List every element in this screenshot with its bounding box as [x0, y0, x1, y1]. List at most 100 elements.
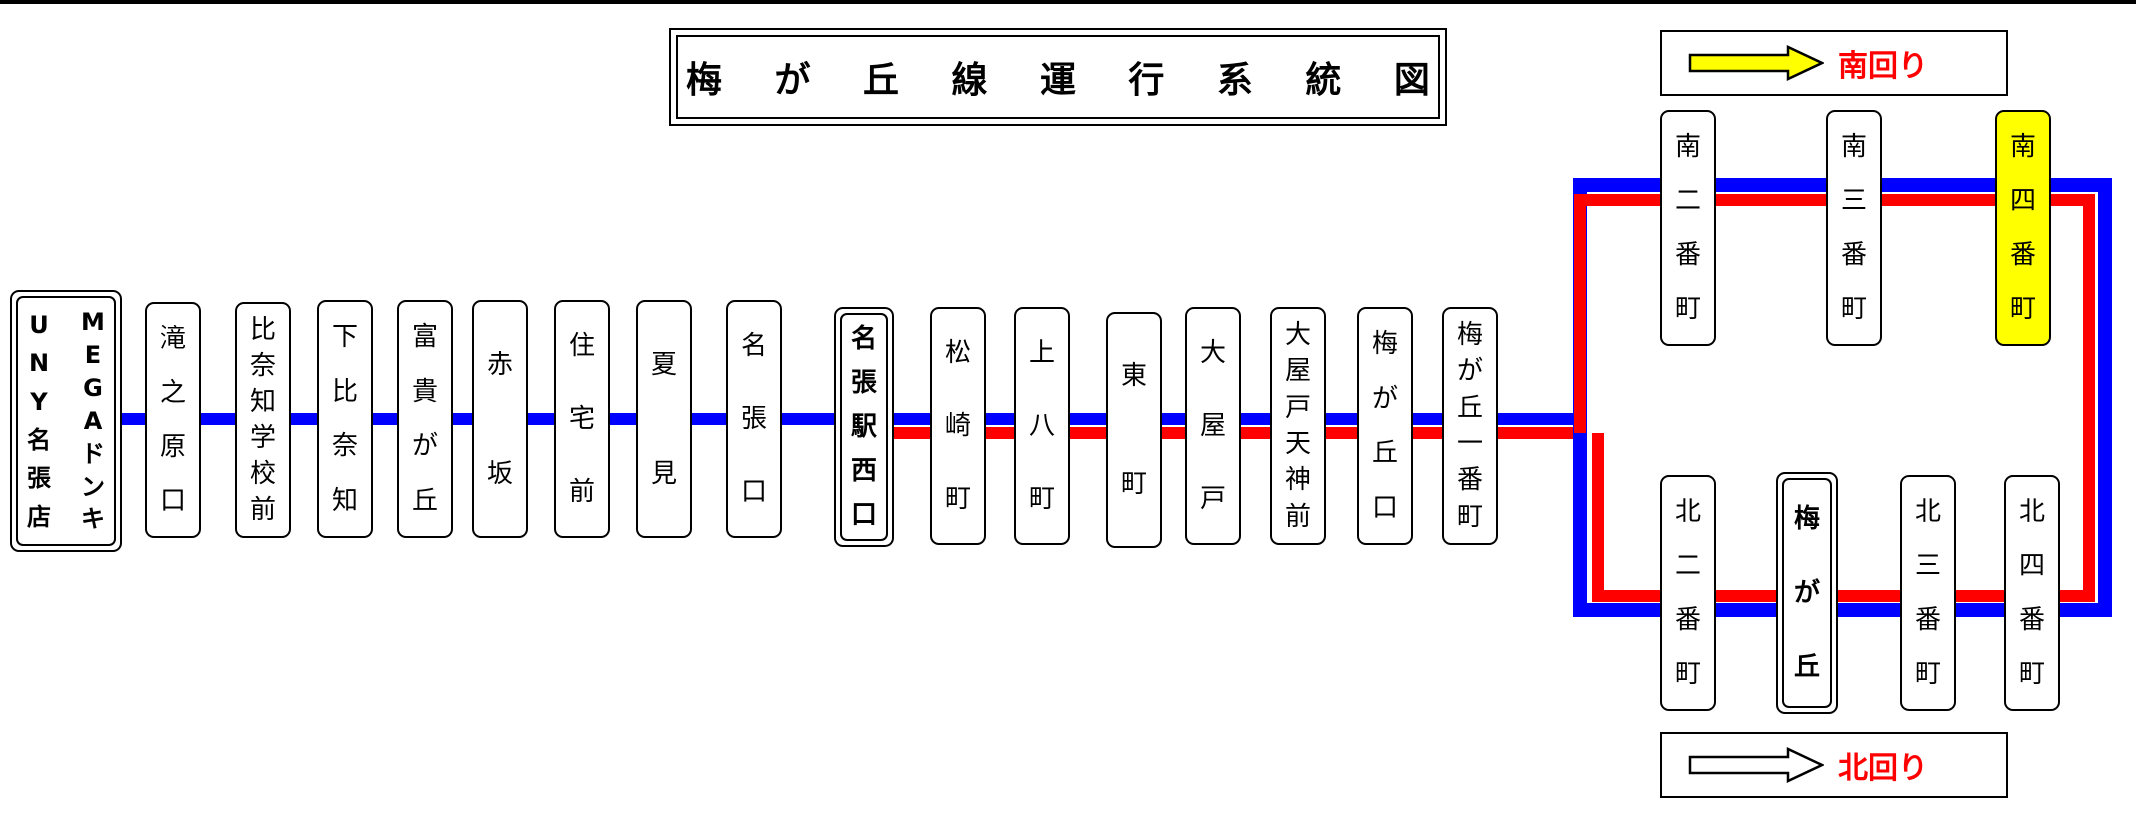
station-label: 赤坂 — [474, 310, 526, 528]
station-char: 学 — [249, 423, 276, 453]
station-char: 上 — [1028, 338, 1055, 369]
station-char: 町 — [1456, 501, 1483, 532]
station-char: 之 — [159, 378, 186, 408]
station-char: 一 — [1456, 429, 1483, 460]
top-rule — [0, 0, 2136, 4]
station-label: 北二番町 — [1662, 485, 1714, 701]
station-char: 三 — [1914, 551, 1941, 581]
station-北二番町: 北二番町 — [1660, 475, 1716, 711]
station-char: 張 — [740, 403, 767, 434]
station-char: 名 — [27, 426, 51, 455]
station-大屋戸天神前: 大屋戸天神前 — [1270, 307, 1326, 545]
station-char: 知 — [331, 485, 358, 516]
station-char: 口 — [159, 486, 186, 516]
station-label: 梅が丘口 — [1359, 317, 1411, 535]
station-char: 富 — [411, 322, 438, 353]
title-char: 図 — [1393, 60, 1430, 101]
station-南三番町: 南三番町 — [1826, 110, 1882, 346]
station-char: 東 — [1120, 361, 1147, 391]
station-char: 二 — [1674, 551, 1701, 581]
station-char: 比 — [249, 315, 276, 345]
station-char: 住 — [568, 331, 595, 362]
station-label: 北四番町 — [2006, 485, 2058, 701]
station-東町: 東町 — [1106, 312, 1162, 548]
station-char: G — [83, 374, 103, 403]
station-char: 四 — [2009, 186, 2036, 216]
station-char: 丘 — [1456, 392, 1483, 423]
title-char: 運 — [1039, 60, 1076, 101]
station-char: 店 — [27, 502, 51, 531]
station-富貴が丘: 富貴が丘 — [397, 300, 453, 538]
station-char: 町 — [1028, 483, 1055, 514]
station-char: A — [83, 406, 103, 435]
station-char: が — [1456, 356, 1483, 387]
station-char: 比 — [331, 376, 358, 407]
station-label: 名張駅西口 — [836, 317, 892, 537]
station-比奈知学校前: 比奈知学校前 — [235, 302, 291, 538]
station-char: 崎 — [944, 410, 971, 441]
station-label: 松崎町 — [932, 317, 984, 535]
station-上八町: 上八町 — [1014, 307, 1070, 545]
station-char: 戸 — [1284, 392, 1311, 423]
station-滝之原口: 滝之原口 — [145, 302, 201, 538]
diagram-title: 梅が丘線運行系統図 — [669, 28, 1447, 126]
station-char: 北 — [1674, 497, 1701, 527]
station-label: 大屋戸天神前 — [1272, 317, 1324, 535]
station-char: キ — [81, 505, 105, 534]
station-char: 町 — [1840, 294, 1867, 324]
station-char: 町 — [2018, 659, 2045, 689]
major-station-frame — [1782, 478, 1832, 708]
station-char: 番 — [2018, 605, 2045, 635]
yellow-right-arrow-icon — [1688, 45, 1824, 81]
legend-south-label: 南回り — [1838, 49, 1928, 84]
station-char: 奈 — [249, 351, 276, 381]
station-梅が丘一番町: 梅が丘一番町 — [1442, 307, 1498, 545]
major-station-frame — [840, 313, 888, 541]
station-char: 梅 — [1456, 320, 1483, 351]
station-住宅前: 住宅前 — [554, 300, 610, 538]
station-char: 番 — [1840, 240, 1867, 270]
station-char: ド — [81, 439, 105, 468]
station-char: 梅 — [1793, 504, 1820, 534]
station-char: 奈 — [331, 431, 358, 462]
station-char: 張 — [850, 368, 877, 398]
station-char: 戸 — [1199, 483, 1226, 514]
station-char: 名 — [850, 324, 877, 354]
station-char: 屋 — [1284, 356, 1311, 387]
station-char: 宅 — [568, 403, 595, 434]
station-char: Y — [30, 387, 48, 416]
station-char: 原 — [159, 432, 186, 462]
station-梅が丘: 梅が丘 — [1776, 472, 1838, 714]
white-right-arrow-icon — [1688, 747, 1824, 783]
station-梅が丘口: 梅が丘口 — [1357, 307, 1413, 545]
station-char: 口 — [740, 476, 767, 507]
station-label: 下比奈知 — [319, 310, 371, 528]
station-char: 大 — [1284, 320, 1311, 351]
station-char: 南 — [1840, 132, 1867, 162]
station-char: 屋 — [1199, 410, 1226, 441]
station-char: U — [29, 311, 49, 340]
station-char: E — [84, 341, 102, 370]
station-char: 前 — [1284, 501, 1311, 532]
title-char: 梅 — [686, 60, 723, 101]
station-char: 天 — [1284, 429, 1311, 460]
station-label: 南三番町 — [1828, 120, 1880, 336]
station-北四番町: 北四番町 — [2004, 475, 2060, 711]
station-char: 下 — [331, 322, 358, 353]
station-南四番町: 南四番町 — [1995, 110, 2051, 346]
title-char: が — [774, 60, 811, 101]
station-label: 上八町 — [1016, 317, 1068, 535]
station-char: 知 — [249, 387, 276, 417]
station-label: 名張口 — [728, 310, 780, 528]
station-char: M — [81, 308, 105, 337]
station-char: N — [28, 349, 50, 378]
station-char: 北 — [2018, 497, 2045, 527]
station-char: 番 — [1674, 605, 1701, 635]
station-char: が — [411, 431, 438, 462]
title-char: 系 — [1216, 60, 1253, 101]
station-char: 張 — [27, 464, 51, 493]
